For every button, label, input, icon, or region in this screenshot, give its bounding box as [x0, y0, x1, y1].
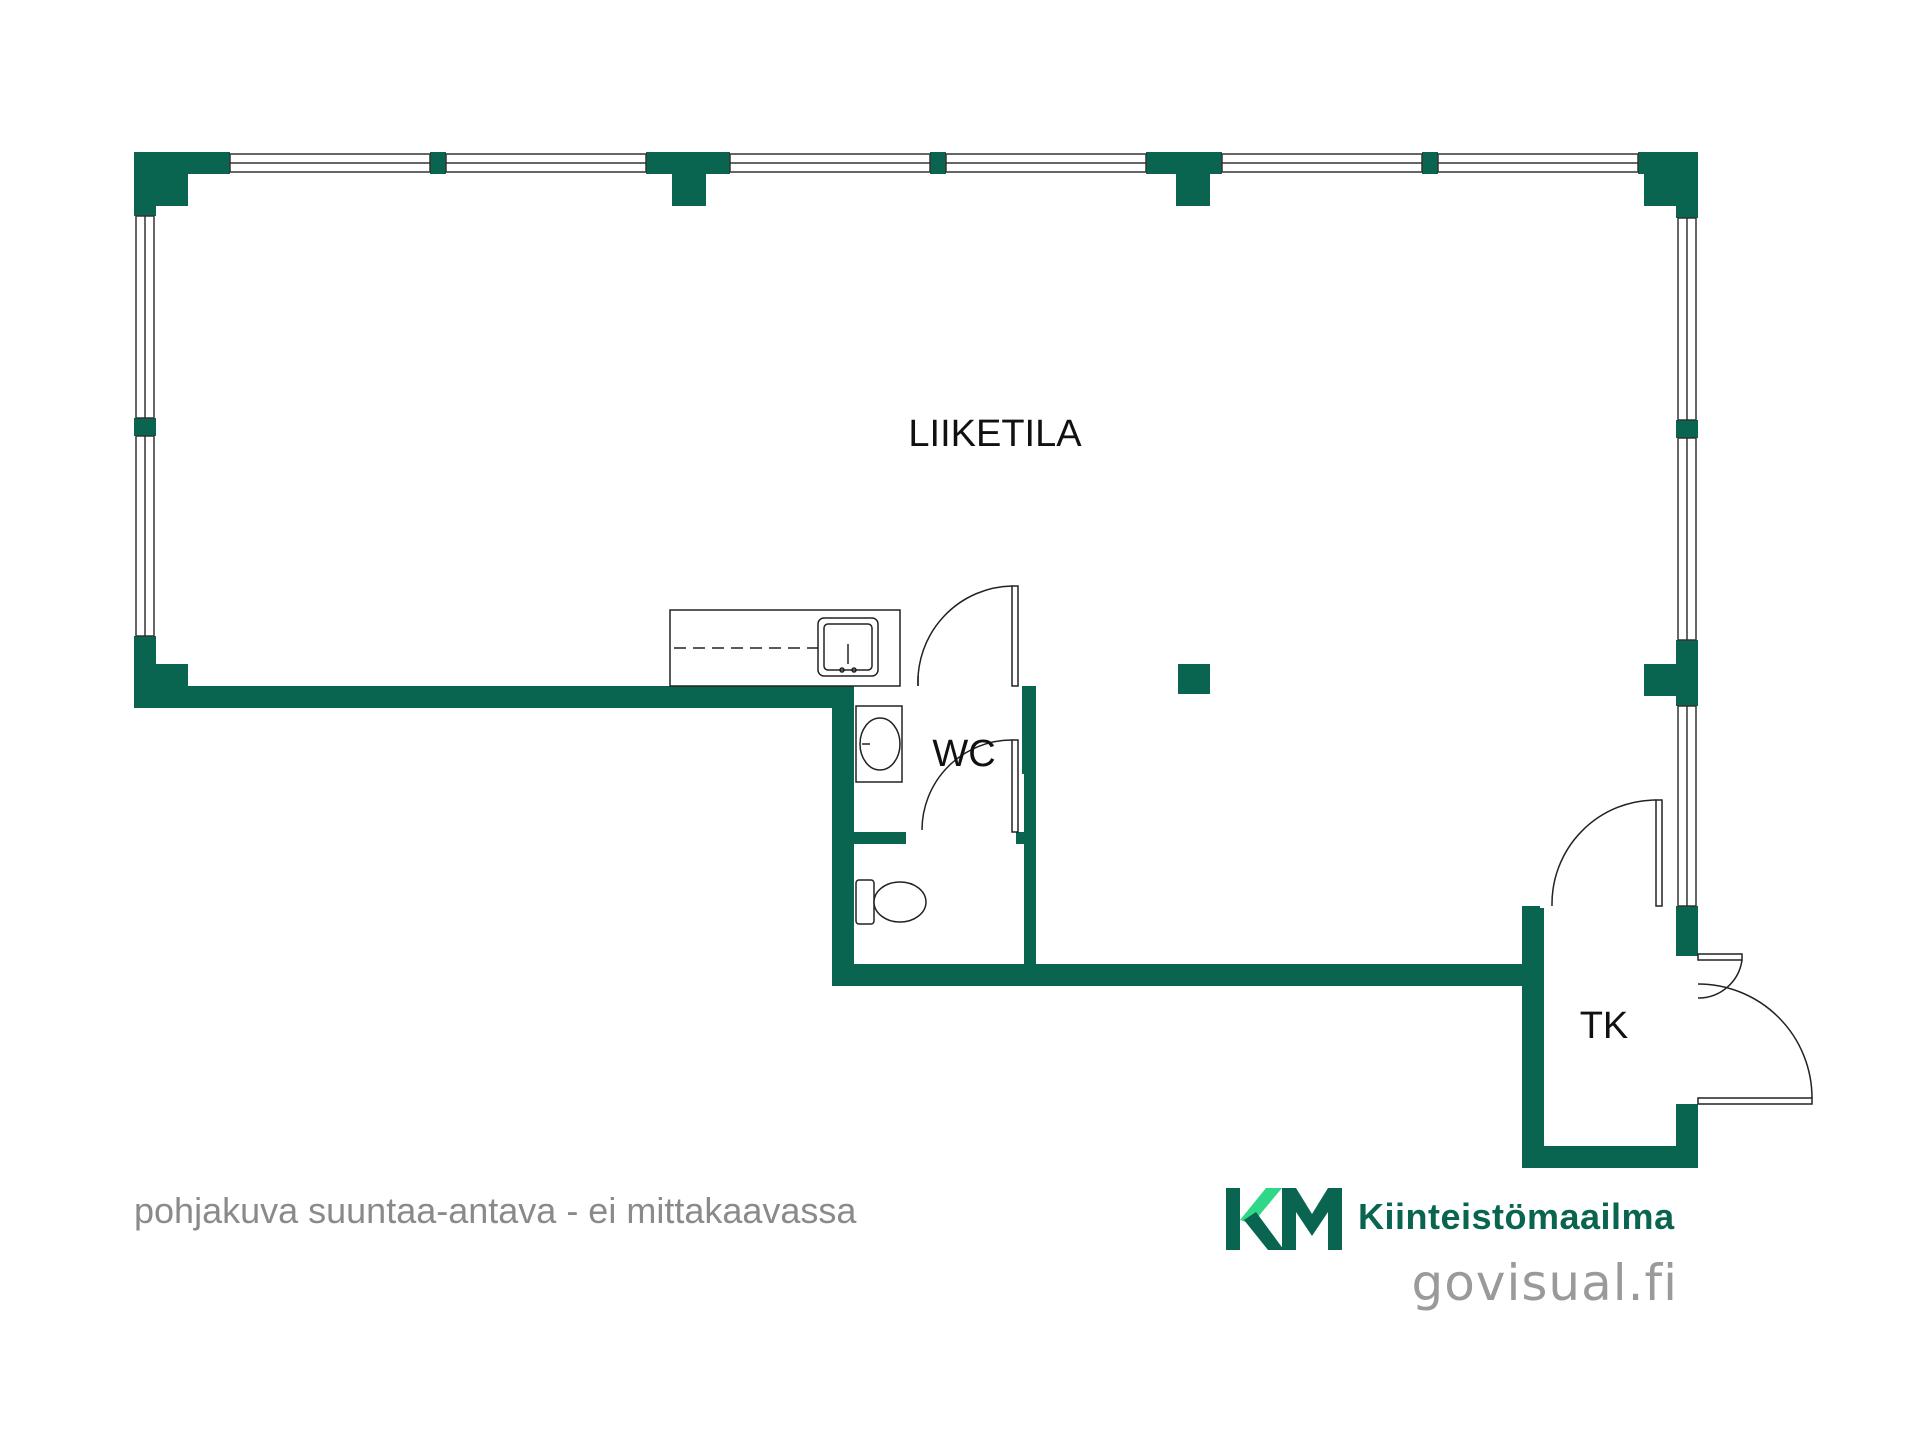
sink-icon — [817, 617, 879, 677]
km-logo-icon — [1226, 1188, 1342, 1250]
door-icon — [921, 739, 1019, 833]
door-icon — [1697, 953, 1813, 1105]
brand-name: Kiinteistömaailma — [1358, 1196, 1675, 1237]
toilet-icon — [855, 879, 927, 925]
brand-url: govisual.fi — [1411, 1254, 1678, 1312]
disclaimer-text: pohjakuva suuntaa-antava - ei mittakaava… — [134, 1190, 857, 1231]
door-icon — [917, 585, 1019, 687]
windows — [135, 153, 1697, 907]
room-label-wc: WC — [932, 733, 995, 775]
door-icon — [1551, 799, 1663, 907]
kitchen-counter — [669, 609, 901, 687]
walls — [134, 152, 1698, 1168]
washbasin-icon — [855, 705, 903, 783]
room-label-liiketila: LIIKETILA — [908, 413, 1082, 455]
room-label-tk: TK — [1580, 1005, 1629, 1047]
brand-block: Kiinteistömaailma govisual.fi — [1226, 1184, 1706, 1324]
wc-fixtures — [855, 705, 927, 925]
doors — [917, 585, 1813, 1105]
